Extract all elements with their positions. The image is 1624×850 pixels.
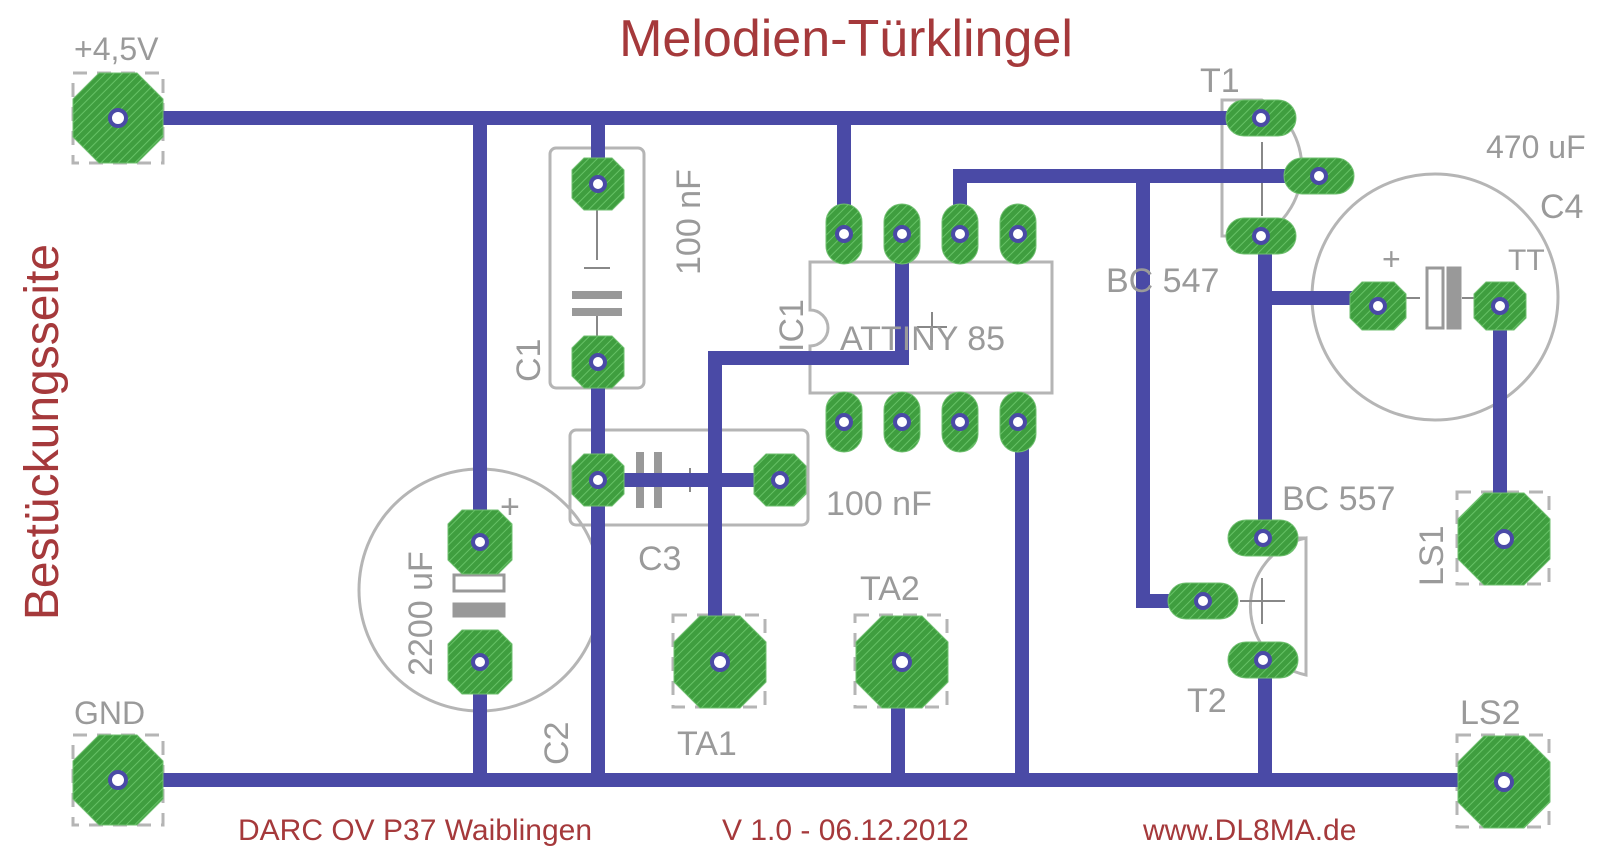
c1-value: 100 nF	[670, 169, 708, 275]
c4-name: C4	[1540, 188, 1583, 226]
ic1-value: ATTINY 85	[840, 320, 1005, 358]
c4-value: 470 uF	[1486, 129, 1586, 165]
c2-polarity: +	[500, 488, 520, 526]
page-title: Melodien-Türklingel	[619, 10, 1073, 68]
c2-value: 2200 uF	[402, 551, 440, 676]
copper-pads	[72, 72, 1551, 829]
c1-name: C1	[510, 339, 548, 382]
t2-name: T2	[1187, 682, 1227, 720]
c4-polarity: +	[1382, 241, 1401, 277]
pad-label-ls2: LS2	[1460, 694, 1521, 732]
footer-club: DARC OV P37 Waiblingen	[238, 814, 592, 847]
copper-traces	[111, 111, 1510, 787]
drill-holes	[108, 108, 1514, 792]
pad-label-vcc: +4,5V	[74, 31, 159, 67]
c4-type: TT	[1508, 244, 1545, 277]
pad-label-ta2: TA2	[860, 570, 920, 608]
t1-value: BC 547	[1106, 262, 1219, 300]
t1-name: T1	[1200, 62, 1240, 100]
c3-outline	[568, 428, 810, 527]
c3-value: 100 nF	[826, 485, 932, 523]
side-label: Bestückungsseite	[16, 244, 69, 620]
c2-name: C2	[538, 722, 576, 765]
c3-name: C3	[638, 540, 681, 578]
pad-label-gnd: GND	[74, 695, 145, 731]
pad-label-ls1: LS1	[1413, 526, 1451, 587]
footer-version: V 1.0 - 06.12.2012	[722, 814, 969, 847]
ic1-name: IC1	[773, 299, 811, 352]
t2-value: BC 557	[1282, 480, 1395, 518]
pad-label-ta1: TA1	[677, 725, 737, 763]
footer-website: www.DL8MA.de	[1142, 814, 1356, 847]
